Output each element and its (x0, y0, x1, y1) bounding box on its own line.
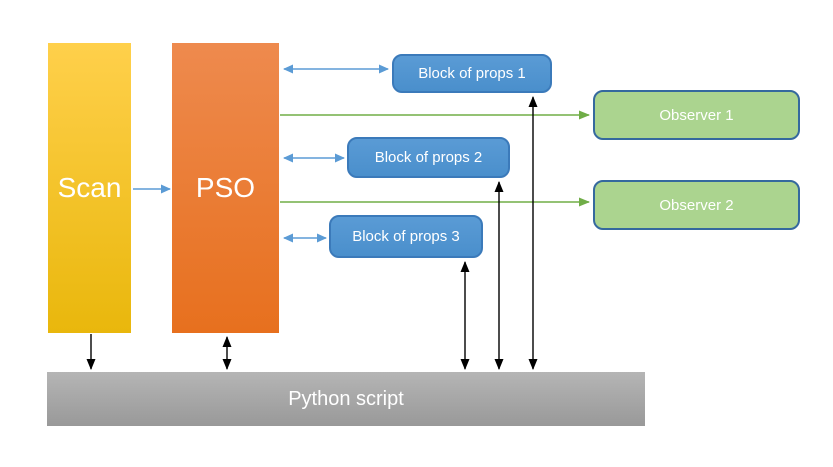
block-of-props-3-label: Block of props 3 (352, 228, 460, 245)
scan-label: Scan (57, 172, 122, 203)
block-of-props-1-node: Block of props 1 (392, 54, 552, 93)
observer-2-node: Observer 2 (593, 180, 800, 230)
observer-1-node: Observer 1 (593, 90, 800, 140)
scan-node: Scan (48, 43, 131, 333)
python-script-label: Python script (288, 387, 404, 410)
block-of-props-2-node: Block of props 2 (347, 137, 510, 178)
pso-node: PSO (172, 43, 279, 333)
observer-1-label: Observer 1 (659, 106, 734, 124)
block-of-props-3-node: Block of props 3 (329, 215, 483, 258)
block-of-props-2-label: Block of props 2 (374, 149, 483, 166)
pso-label: PSO (195, 172, 256, 203)
block-of-props-1-label: Block of props 1 (418, 65, 526, 82)
python-script-node: Python script (47, 372, 645, 426)
observer-2-label: Observer 2 (659, 196, 734, 214)
